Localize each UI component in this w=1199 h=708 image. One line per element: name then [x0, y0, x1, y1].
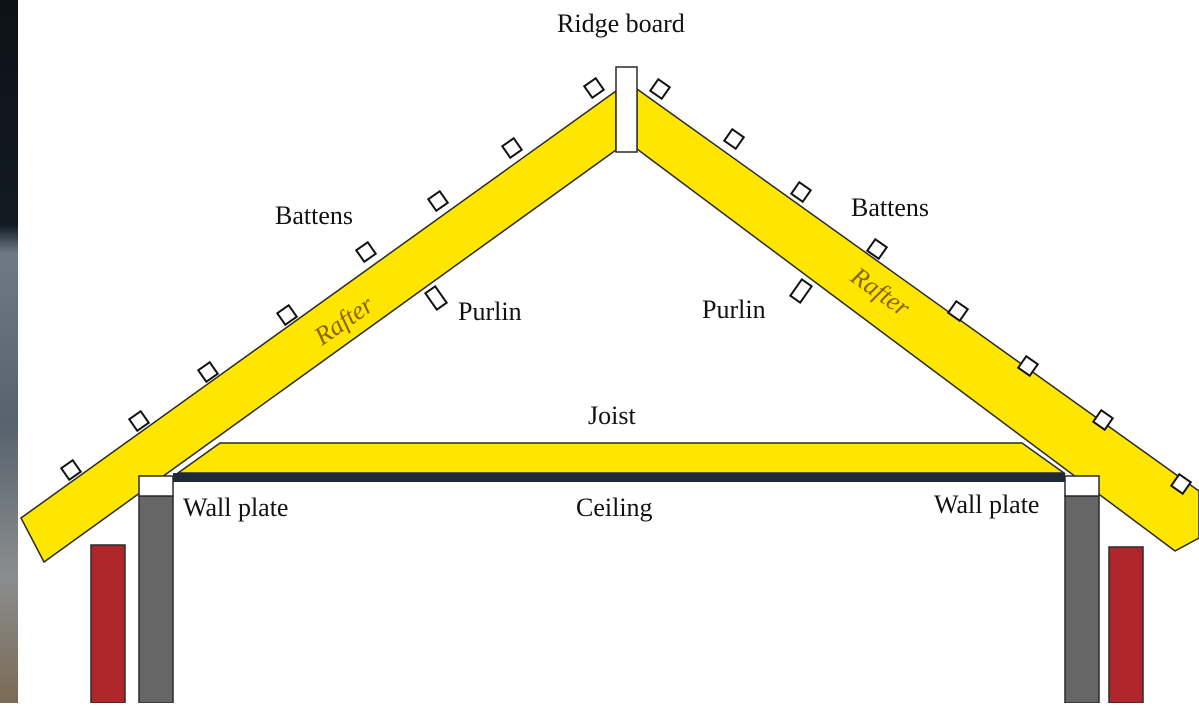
background-photo-strip	[0, 0, 18, 703]
left-wall-plate	[139, 476, 173, 496]
left-purlin	[425, 286, 446, 309]
left-wall	[139, 496, 173, 703]
right-wall-plate	[1065, 476, 1099, 496]
right-brick-pier	[1109, 547, 1143, 703]
batten	[724, 129, 743, 148]
left-brick-pier	[91, 545, 125, 703]
ceiling-label: Ceiling	[576, 493, 653, 522]
ridge-board	[616, 67, 637, 152]
purlin-right-label: Purlin	[702, 295, 766, 324]
batten	[584, 78, 603, 97]
batten	[428, 191, 447, 210]
ceiling	[173, 473, 1065, 482]
batten	[502, 138, 521, 157]
battens-left-label: Battens	[275, 201, 353, 230]
right-wall	[1065, 496, 1099, 703]
battens-right-label: Battens	[851, 193, 929, 222]
joist-label: Joist	[588, 401, 636, 430]
purlin-left-label: Purlin	[458, 297, 522, 326]
joist	[178, 443, 1064, 473]
left-battens	[61, 78, 603, 479]
batten	[356, 242, 375, 261]
batten	[650, 79, 669, 98]
batten	[791, 182, 810, 201]
wall-plate-right-label: Wall plate	[934, 490, 1039, 519]
right-purlin	[790, 279, 811, 302]
ridge-board-label: Ridge board	[557, 9, 685, 38]
wall-plate-left-label: Wall plate	[183, 493, 288, 522]
